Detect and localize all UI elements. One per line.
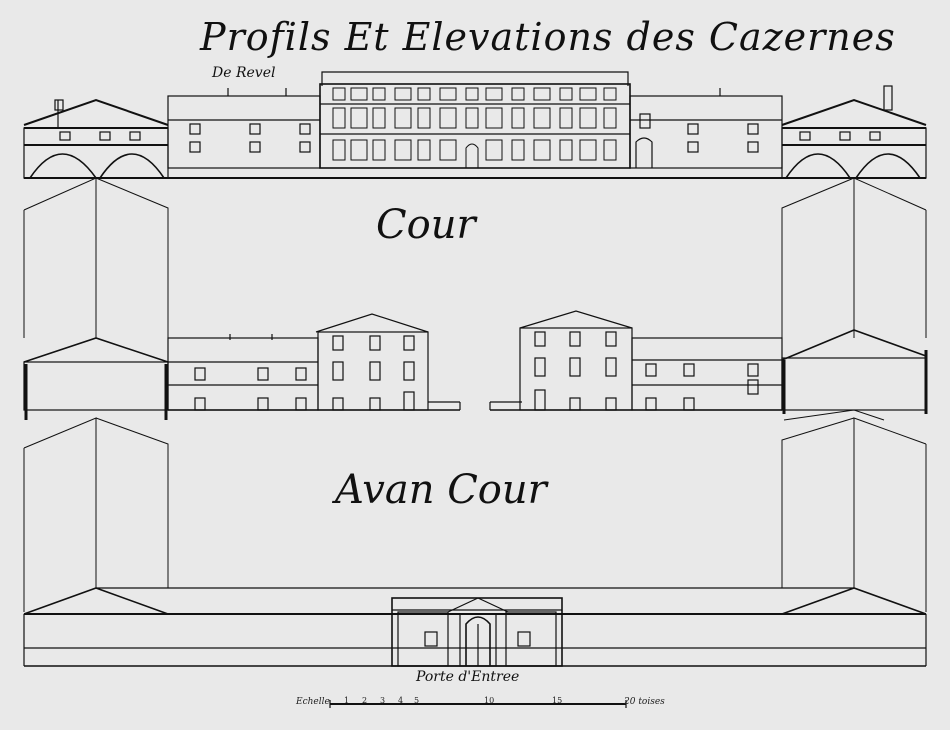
gatehouse xyxy=(391,597,563,667)
scale-tick-label: 4 xyxy=(398,696,404,705)
drawing-subtitle: De Revel xyxy=(212,65,276,81)
gate-label: Porte d'Entree xyxy=(416,669,520,685)
scale-start-label: Echelle xyxy=(296,697,330,707)
scale-end-label: 20 toises xyxy=(624,697,665,707)
forecourt-label: Avan Cour xyxy=(335,467,547,513)
scale-tick-label: 3 xyxy=(380,696,386,705)
right-section-top xyxy=(781,85,927,179)
scale-tick-label: 5 xyxy=(414,696,420,705)
middle-elevation xyxy=(23,310,928,420)
drawing-title: Profils Et Elevations des Cazernes xyxy=(200,15,896,59)
scale-tick-label: 1 xyxy=(344,696,350,705)
court-outline xyxy=(23,177,927,338)
bottom-elevation xyxy=(23,587,927,667)
scale-tick-label: 10 xyxy=(484,696,495,705)
court-label: Cour xyxy=(376,202,476,248)
top-elevation xyxy=(23,71,927,179)
scale-tick-label: 2 xyxy=(362,696,368,705)
right-wing-top xyxy=(629,88,783,169)
scale-bar xyxy=(329,700,627,708)
central-block-top xyxy=(319,71,631,169)
scale-tick-label: 15 xyxy=(552,696,563,705)
left-wing-top xyxy=(167,88,321,169)
forecourt-outline xyxy=(23,409,927,612)
left-section-top xyxy=(23,98,169,179)
